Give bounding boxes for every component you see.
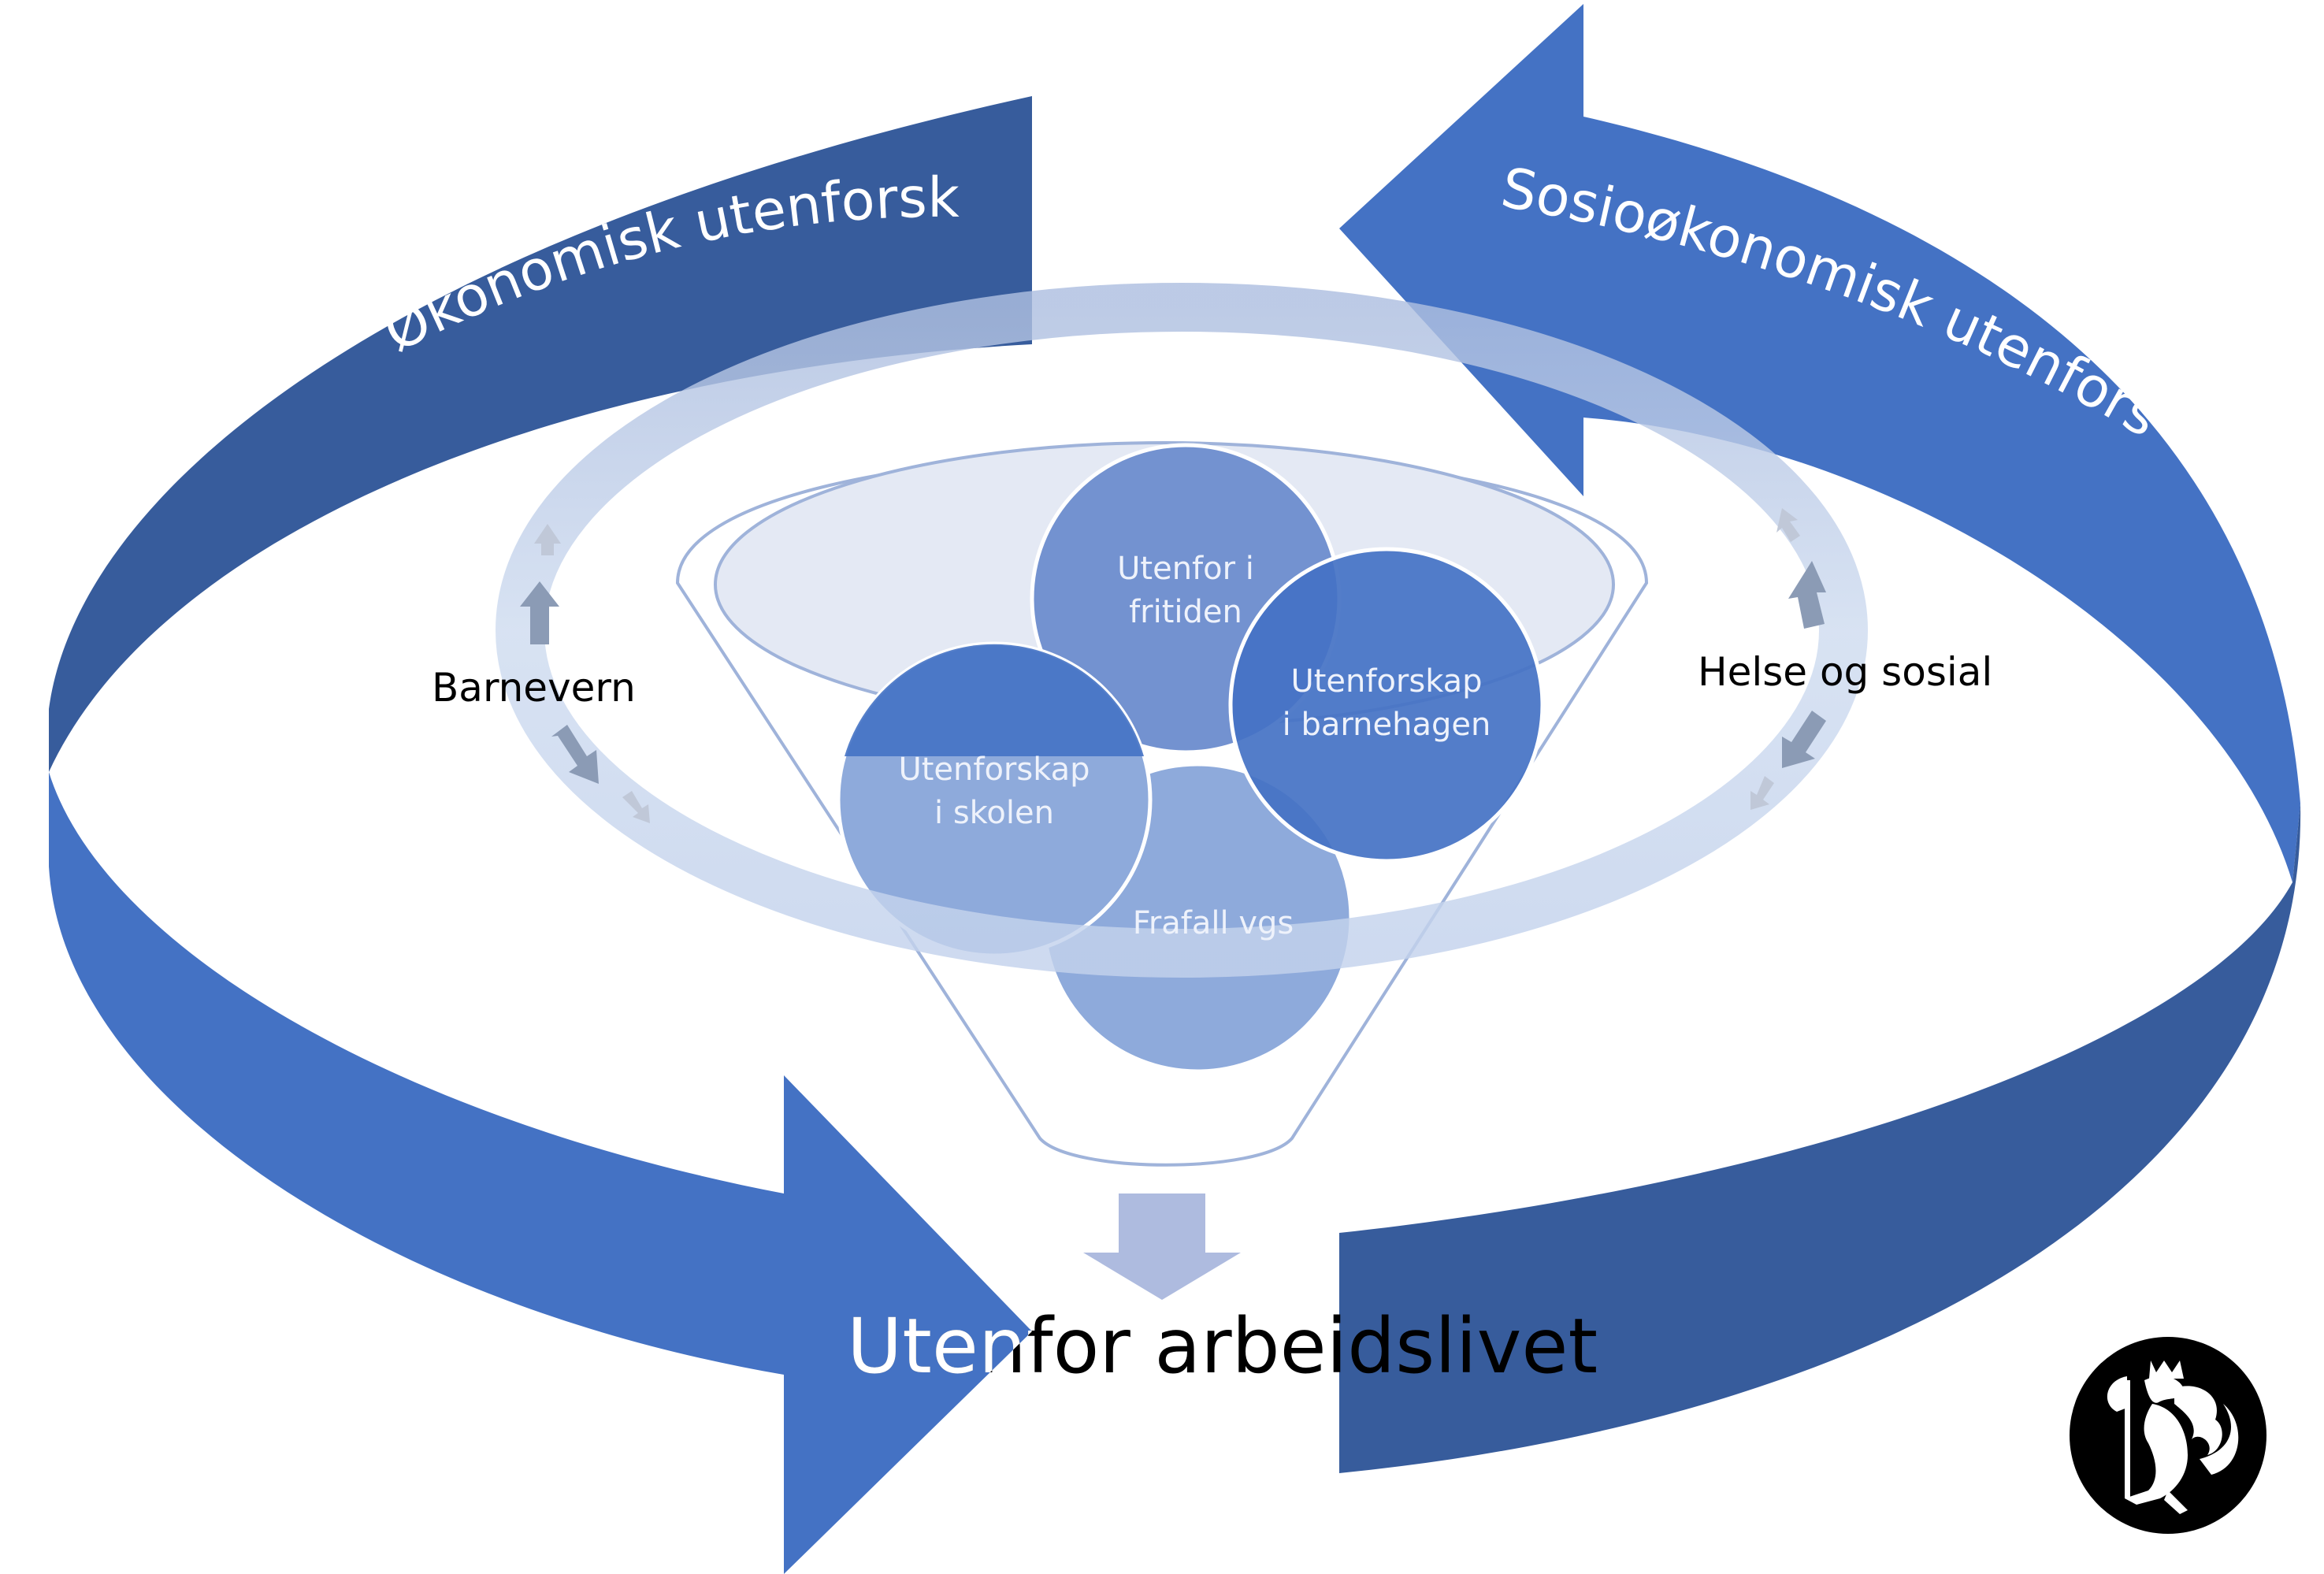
right-arrow-band-bottom [1339, 804, 2301, 1473]
helse-og-sosial-label: Helse og sosial [1698, 649, 1992, 695]
circle-labels: Utenfor i fritiden Utenforskap i barneha… [898, 551, 1491, 941]
circle-skolen-line2: i skolen [934, 795, 1054, 831]
right-up-arrow-small-icon [1776, 508, 1800, 542]
right-arrow-band-top [1583, 117, 2300, 882]
circle-skolen-line1: Utenforskap [898, 752, 1090, 788]
left-up-arrow-icon [520, 581, 559, 644]
circle-fritiden-line1: Utenfor i [1117, 551, 1254, 587]
right-down-arrow-small-icon [1750, 776, 1774, 810]
right-arrowhead [1339, 4, 1583, 496]
left-arrow-band-bottom [49, 772, 784, 1375]
ring [496, 283, 1868, 978]
left-arrow-band-top [49, 96, 1032, 772]
bottom-title: Utenfor arbeidslivet [847, 1302, 1598, 1390]
circle-frafall-line1: Frafall vgs [1133, 905, 1294, 941]
left-arrowhead [784, 1075, 1032, 1574]
circle-skolen-cap [845, 644, 1144, 756]
left-down-arrow-small-icon [622, 791, 650, 823]
circle-barnehagen-line2: i barnehagen [1283, 707, 1491, 743]
barnevern-label: Barnevern [432, 665, 636, 711]
down-arrow-icon [1083, 1193, 1241, 1300]
norwegian-coat-of-arms-lion-icon [2070, 1337, 2266, 1534]
ring-small-arrows [520, 508, 1826, 823]
ring-ellipse [496, 283, 1868, 978]
left-down-arrow-icon [551, 725, 599, 784]
circle-barnehagen-line1: Utenforskap [1290, 663, 1482, 700]
circles-group [836, 443, 1545, 1074]
left-up-arrow-small-icon [534, 524, 561, 555]
right-up-arrow-icon [1788, 561, 1826, 629]
right-down-arrow-icon [1782, 711, 1826, 768]
circle-utenforskap-barnehagen [1228, 547, 1545, 863]
circle-fritiden-line2: fritiden [1129, 594, 1242, 630]
